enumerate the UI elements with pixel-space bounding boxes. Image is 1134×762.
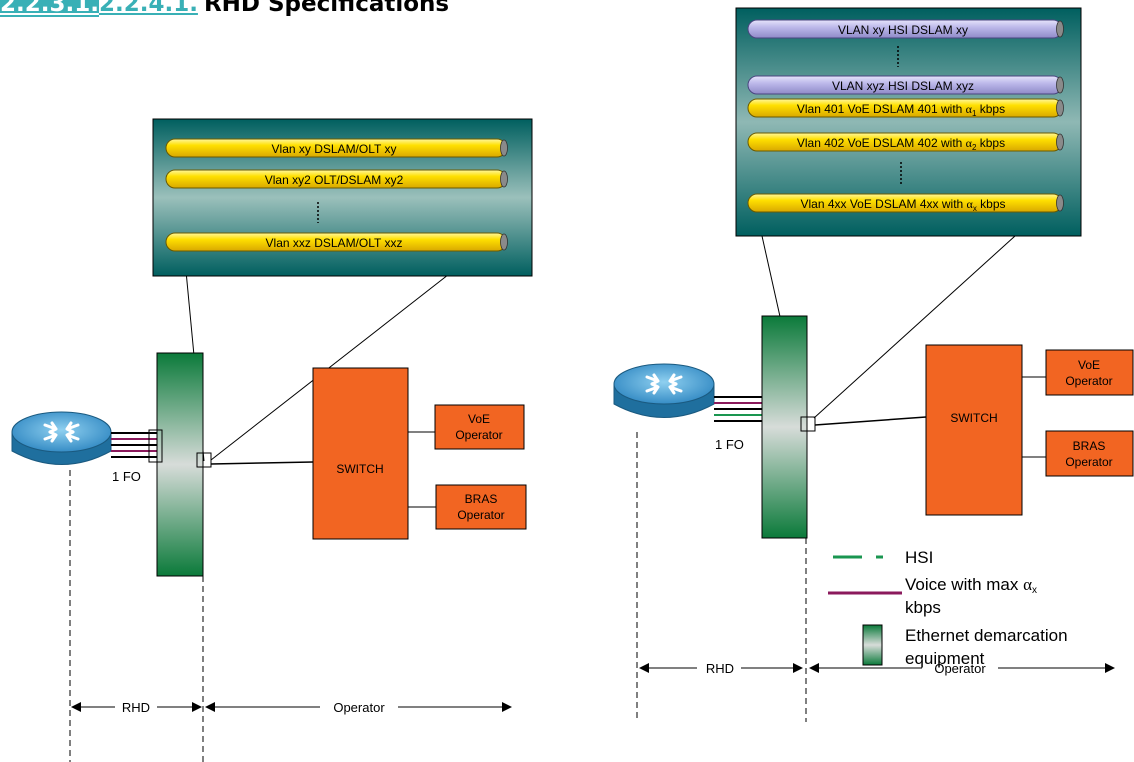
right-bras-operator-line1: BRAS: [1073, 439, 1106, 453]
right-voe-operator-line2: Operator: [1065, 374, 1112, 388]
section-number-old: 2.2.3.1.: [0, 0, 99, 17]
right-voe-pipe: Vlan 401 VoE DSLAM 401 with α1 kbps: [747, 98, 1064, 118]
right-voe-pipe: Vlan 402 VoE DSLAM 402 with α2 kbps: [747, 132, 1064, 152]
left-voe-operator-line2: Operator: [455, 428, 502, 442]
left-switch: [312, 367, 409, 540]
legend: HSI Voice with max αx kbps Ethernet dema…: [828, 548, 1068, 668]
right-link-switch: [814, 416, 927, 426]
right-voe-operator: [1045, 349, 1134, 396]
left-fiber-label: 1 FO: [112, 469, 141, 484]
left-voe-operator-line1: VoE: [468, 412, 490, 426]
left-vlan-label: Vlan xy2 OLT/DSLAM xy2: [265, 173, 404, 187]
legend-ethernet-label-line2: equipment: [905, 649, 985, 668]
right-hsi-label: VLAN xyz HSI DSLAM xyz: [832, 79, 974, 93]
left-diagram: Vlan xy DSLAM/OLT xy Vlan xy2 OLT/DSLAM …: [11, 118, 533, 762]
section-number-new: 2.2.4.1.: [98, 0, 198, 17]
legend-voice-label: Voice with max αx: [905, 575, 1037, 596]
right-demarc-equipment: [761, 315, 808, 539]
right-bras-operator: [1045, 430, 1134, 477]
right-voe-label: Vlan 402 VoE DSLAM 402 with α2 kbps: [797, 136, 1005, 152]
right-hsi-label: VLAN xy HSI DSLAM xy: [838, 23, 968, 37]
right-diagram: VLAN xy HSI DSLAM xy VLAN xyz HSI DSLAM …: [613, 7, 1134, 722]
legend-ethernet-label: Ethernet demarcation: [905, 626, 1068, 645]
right-switch-label: SWITCH: [950, 411, 997, 425]
right-fiber-label: 1 FO: [715, 437, 744, 452]
right-voe-pipe: Vlan 4xx VoE DSLAM 4xx with αx kbps: [747, 193, 1064, 213]
left-rhd-arrow: RHD: [71, 700, 202, 715]
left-bras-operator-line2: Operator: [457, 508, 504, 522]
right-hsi-pipe: VLAN xyz HSI DSLAM xyz: [747, 75, 1064, 95]
right-voe-label: Vlan 401 VoE DSLAM 401 with α1 kbps: [797, 102, 1005, 118]
left-voe-operator: [434, 404, 525, 450]
legend-voice-label-line2: kbps: [905, 598, 941, 617]
left-link-switch: [210, 461, 314, 465]
right-zoom-box: [800, 416, 816, 432]
left-vlan-label: Vlan xy DSLAM/OLT xy: [272, 142, 397, 156]
right-rhd-arrow: RHD: [639, 661, 803, 676]
right-switch: [925, 344, 1023, 516]
left-zoom-line-b: [210, 270, 454, 461]
left-switch-label: SWITCH: [336, 462, 383, 476]
left-port-box: [148, 429, 163, 463]
right-router-icon: [613, 363, 715, 418]
left-zoom-box: [196, 452, 212, 468]
right-operator-label: Operator: [934, 661, 986, 676]
section-title: RHD Specifications: [203, 0, 450, 17]
legend-ethernet-swatch: [862, 624, 883, 666]
left-vlan-pipe: Vlan xy DSLAM/OLT xy: [165, 138, 508, 158]
left-vlan-pipe: Vlan xy2 OLT/DSLAM xy2: [165, 169, 508, 189]
right-voe-label: Vlan 4xx VoE DSLAM 4xx with αx kbps: [800, 197, 1005, 213]
section-heading: 2.2.3.1.2.2.4.1. RHD Specifications: [0, 0, 449, 17]
left-rhd-label: RHD: [122, 700, 150, 715]
left-vlan-label: Vlan xxz DSLAM/OLT xxz: [266, 236, 403, 250]
right-hsi-pipe: VLAN xy HSI DSLAM xy: [747, 19, 1064, 39]
right-bras-operator-line2: Operator: [1065, 455, 1112, 469]
right-operator-arrow: Operator: [809, 661, 1115, 676]
left-router-icon: [11, 411, 112, 465]
right-rhd-label: RHD: [706, 661, 734, 676]
left-bras-operator-line1: BRAS: [465, 492, 498, 506]
right-voe-operator-line1: VoE: [1078, 358, 1100, 372]
left-demarc-equipment: [156, 352, 204, 577]
left-operator-label: Operator: [333, 700, 385, 715]
left-vlan-pipe: Vlan xxz DSLAM/OLT xxz: [165, 232, 508, 252]
legend-hsi-label: HSI: [905, 548, 933, 567]
right-zoom-line-b: [813, 235, 1016, 419]
left-operator-arrow: Operator: [205, 700, 512, 715]
left-bras-operator: [435, 484, 527, 530]
